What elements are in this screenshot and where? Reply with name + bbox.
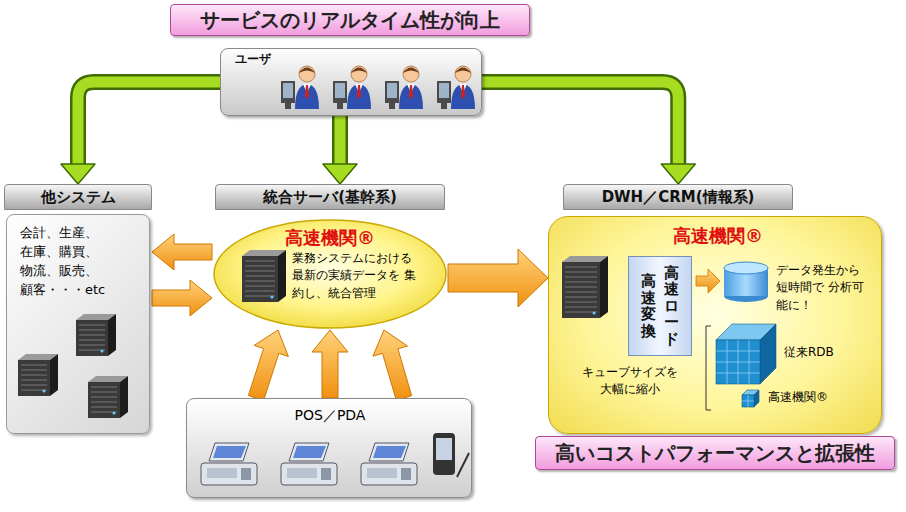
body-text: 会計、生産、 在庫、購買、 物流、販売、 顧客・・・etc — [20, 224, 110, 299]
curved-arrow — [323, 116, 357, 184]
arrow-head — [61, 164, 95, 184]
arrow-outline — [332, 116, 348, 166]
block-arrow — [248, 330, 288, 401]
user-group-box: ユーザ — [220, 48, 482, 116]
header-tab: 他システム — [4, 184, 152, 210]
arrow-body — [482, 82, 678, 166]
block-arrow — [373, 330, 412, 400]
cube-label: 高速機関® — [768, 389, 828, 406]
arrow-body — [78, 82, 220, 166]
text-slot: 会計、生産、 在庫、購買、 物流、販売、 顧客・・・etc — [20, 224, 110, 299]
text-slot: ユーザ — [235, 51, 271, 68]
arrow-outline — [482, 82, 678, 166]
node-label: ユーザ — [235, 51, 271, 68]
block-arrow — [152, 234, 212, 270]
terminal-box: POS／PDA — [186, 398, 472, 498]
header-text: 統合サーバ(基幹系) — [263, 188, 397, 207]
text-slot: POS／PDA — [187, 405, 473, 425]
server-icons — [4, 184, 152, 434]
block-arrow — [152, 280, 212, 316]
system-panel: 他システム会計、生産、 在庫、購買、 物流、販売、 顧客・・・etc — [4, 184, 152, 434]
block-arrow — [312, 330, 348, 398]
process-box: 高速ロード高速変換 — [628, 256, 692, 356]
arrow-head — [661, 164, 695, 184]
product-name: 高速機関® — [285, 226, 375, 250]
server-ellipse: 統合サーバ(基幹系) 高速機関®業務システムにおける 最新の実績データを 集約し、… — [212, 184, 448, 330]
text-slot: 高速機関® — [212, 226, 448, 250]
curved-arrow — [61, 82, 220, 184]
header-tab: DWH／CRM(情報系) — [563, 184, 793, 210]
vertical-text: 高速変換 — [641, 273, 656, 339]
text-slot: キューブサイズを 大幅に縮小 — [578, 364, 682, 399]
body-text: 業務システムにおける 最新の実績データを 集約し、統合管理 — [292, 250, 418, 302]
arrow-outline — [78, 82, 220, 166]
vertical-text: 高速ロード — [664, 265, 679, 348]
header-tab: 統合サーバ(基幹系) — [215, 184, 445, 210]
text-slot: 従来RDB — [784, 344, 834, 361]
curved-arrow — [482, 82, 695, 184]
arrow-body — [335, 116, 346, 166]
product-name: 高速機関® — [673, 224, 763, 248]
block-arrow — [312, 330, 348, 398]
block-arrow — [448, 249, 548, 307]
data-icons — [548, 184, 882, 434]
note-text: データ発生から 短時間で 分析可能に！ — [776, 262, 872, 314]
panel-ground — [548, 216, 882, 434]
block-arrow — [248, 330, 288, 401]
system-panel: DWH／CRM(情報系) 高速機関® データ発生から 短時間で 分析可能に！ キューブ… — [548, 184, 882, 434]
cube-label: 従来RDB — [784, 344, 834, 361]
arrow-head — [323, 164, 357, 184]
caption-banner-text: 高いコストパフォーマンスと拡張性 — [555, 440, 875, 467]
block-arrow — [448, 249, 548, 307]
note-text: キューブサイズを 大幅に縮小 — [578, 364, 682, 399]
title-banner-text: サービスのリアルタイム性が向上 — [200, 7, 500, 34]
text-slot: 業務システムにおける 最新の実績データを 集約し、統合管理 — [292, 250, 418, 302]
text-slot: 高速機関® — [768, 389, 828, 406]
block-arrow — [152, 280, 212, 316]
header-text: DWH／CRM(情報系) — [602, 188, 755, 207]
caption-banner: 高いコストパフォーマンスと拡張性 — [535, 436, 895, 470]
block-arrow — [152, 234, 212, 270]
title-banner: サービスのリアルタイム性が向上 — [170, 4, 530, 36]
text-slot: 高速機関® — [638, 224, 798, 248]
node-label: POS／PDA — [295, 407, 366, 425]
block-arrow — [373, 330, 412, 400]
header-text: 他システム — [41, 188, 116, 207]
text-slot: データ発生から 短時間で 分析可能に！ — [776, 262, 872, 314]
